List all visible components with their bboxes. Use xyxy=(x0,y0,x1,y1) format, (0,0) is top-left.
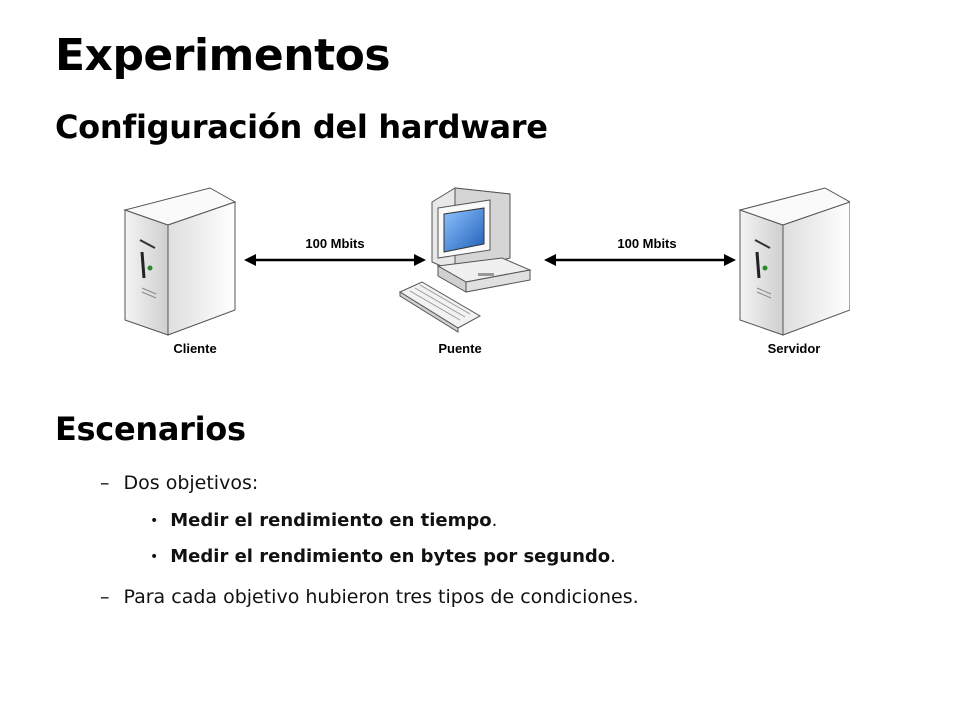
page-title: Experimentos xyxy=(55,30,391,81)
bullet-marker: • xyxy=(150,549,159,565)
bridge-computer-icon xyxy=(431,187,532,293)
sub-item-period: . xyxy=(491,510,498,531)
right-link xyxy=(544,254,736,266)
left-link-label: 100 Mbits xyxy=(305,236,364,251)
keyboard-icon xyxy=(398,281,482,333)
bullet-marker: • xyxy=(150,513,159,529)
list-item-conditions: – Para cada objetivo hubieron tres tipos… xyxy=(100,586,639,608)
sub-item-period: . xyxy=(610,546,616,567)
server-icon xyxy=(738,187,850,336)
list-item-text: Para cada objetivo hubieron tres tipos d… xyxy=(123,586,639,608)
sub-item-bold-text: Medir el rendimiento en tiempo xyxy=(170,510,492,531)
list-item-text: Dos objetivos: xyxy=(123,472,259,494)
scenarios-heading: Escenarios xyxy=(55,410,246,448)
server-label: Servidor xyxy=(768,341,821,356)
right-link-label: 100 Mbits xyxy=(617,236,676,251)
left-link xyxy=(244,254,426,266)
sub-item-time: • Medir el rendimiento en tiempo. xyxy=(150,510,497,532)
client-label: Cliente xyxy=(173,341,216,356)
list-item-objectives: – Dos objetivos: xyxy=(100,472,258,494)
sub-item-bytes: • Medir el rendimiento en bytes por segu… xyxy=(150,546,616,568)
client-server-icon xyxy=(123,187,237,336)
dash-marker: – xyxy=(100,472,110,494)
hardware-heading: Configuración del hardware xyxy=(55,108,548,146)
sub-item-bold-text: Medir el rendimiento en bytes por segund… xyxy=(170,546,611,567)
dash-marker: – xyxy=(100,586,110,608)
bridge-label: Puente xyxy=(438,341,481,356)
network-diagram: 100 Mbits 100 Mbits Cliente Puente xyxy=(123,187,850,356)
